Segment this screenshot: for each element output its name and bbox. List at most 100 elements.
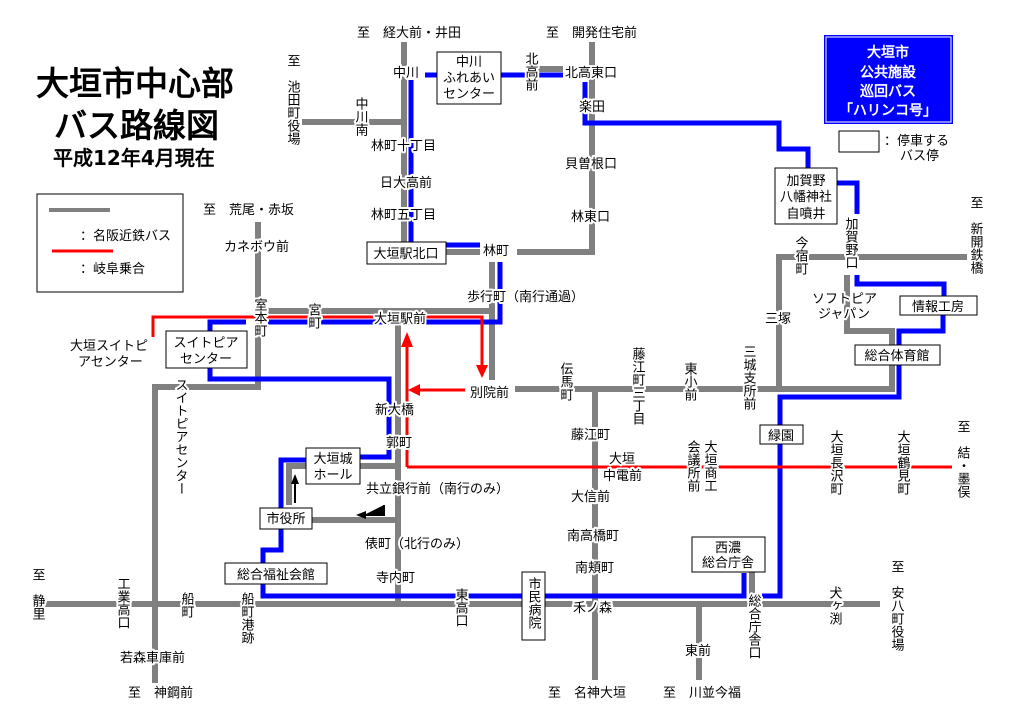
stop-box-label: ふれあい [443,71,495,86]
stop-seino-sogo-chosha[interactable]: 西濃 総合庁舎 [691,536,766,573]
gifu-route [151,315,952,469]
stop-johokobo[interactable]: 情報工房 [899,295,978,316]
destination-label: 至 開発住宅前 [546,25,637,41]
stop-box-label: ホール [313,468,352,483]
stop-label: 林町五丁目 [371,208,436,223]
stop-ogaki-station-north[interactable]: 大垣駅北口 [366,241,447,265]
stop-label: 中電前 [603,468,642,484]
stop-label: 藤江町 [571,428,610,443]
stop-label: 若森車庫前 [120,650,185,666]
stop-label: 大垣鶴見町 [895,430,911,495]
stop-box-label: 緑園 [768,429,794,444]
stop-sogo-fukushi-kaikan[interactable]: 総合福祉会館 [224,562,328,585]
stop-label: 日大高前 [380,175,432,191]
stop-legend: バス停 [900,148,939,164]
stop-label: 三城支所前 [741,345,757,410]
destination-label: 至 結・墨俣 [955,420,971,499]
destination-label: 至 神鋼前 [128,685,193,701]
stop-city-hall[interactable]: 市役所 [259,507,313,530]
destination-label: 至 荒尾・赤坂 [203,203,294,218]
stop-label: 北高東口 [565,65,617,81]
harinko-stops: 中川 ふれあい センター 大垣駅北口 スイトピア センター 加賀野 八幡神社 自… [165,51,978,641]
stop-box-label: 市役所 [266,511,305,527]
stop-label: スイトピアセンター [173,378,189,495]
stop-kagano-hachiman[interactable]: 加賀野 八幡神社 自噴井 [774,167,838,225]
stop-label: 東小前 [682,361,698,401]
stops: 中川 林町十丁目 日大高前 林町五丁目 林町 歩行町（南行通過） 大垣駅前 北高… [68,63,879,668]
destination-label: 至 新開鉄橋 [968,196,984,275]
stop-label: 寺内町 [376,570,415,586]
stop-label: 加賀野口 [843,217,859,269]
stop-label: 別院前 [470,385,509,401]
stop-label: 禾ノ森 [573,601,612,616]
stop-label: アセンター [78,355,143,370]
legend-gifu: ：岐阜乗合 [80,261,145,277]
stop-label: 総合庁舎口 [746,594,762,659]
stop-label: 大垣商工 [702,440,718,492]
stop-suitopia-center[interactable]: スイトピア センター [165,330,248,369]
stop-nakagawa-fureai-center[interactable]: 中川 ふれあい センター [436,51,502,105]
legend: ：名阪近鉄バス ：岐阜乗合 [36,193,184,293]
stop-label: 林町 [483,244,509,259]
harinko-line: 公共施設 [860,64,917,81]
stop-label: 船町港跡 [239,592,255,644]
stop-box-label: 総合庁舎 [702,556,754,571]
legend-meihan: ：名阪近鉄バス [80,228,171,244]
stop-box-label: 総合福祉会館 [237,568,315,583]
map-title: 大垣市中心部 [36,64,234,103]
stop-sogo-taiikukan[interactable]: 総合体育館 [854,344,941,366]
harinko-line: 巡回バス [860,84,916,100]
stop-box-label: 八幡神社 [780,189,832,205]
stop-label: 楽田 [579,99,605,115]
stop-label: 大垣長沢町 [828,430,844,495]
stop-label: 北高前 [523,52,539,91]
stop-label: ソフトピア [812,292,877,307]
stop-label: 大垣 [609,452,635,467]
stop-label: ジャパン [818,307,870,322]
stop-ogaki-castle-hall[interactable]: 大垣城 ホール [305,447,361,485]
destination-label: 至 池田町役場 [285,54,301,145]
stop-label: 共立銀行前（南行のみ） [366,481,509,497]
stop-label: 東前 [685,643,711,659]
stop-label: 林町十丁目 [371,139,436,154]
stop-label: 南頬町 [575,560,614,576]
stop-box-label: 加賀野 [786,174,825,189]
stop-label: 宮町 [306,302,322,329]
stop-ryokuen[interactable]: 緑園 [759,424,804,445]
stop-box-label: スイトピア [173,336,238,351]
one-way-arrows [291,474,385,519]
stop-label: 大垣スイトピ [70,339,148,354]
harinko-legend: 大垣市 公共施設 巡回バス 「ハリンコ号」 ：停車する バス停 [824,35,953,164]
harinko-line: 「ハリンコ号」 [839,102,937,119]
destination-label: 至 安八町役場 [889,560,905,651]
stop-label: 新大橋 [375,402,414,418]
stop-label: 郭町 [386,435,412,451]
stop-label: 犬ヶ渕 [827,586,843,625]
stop-label: 林東口 [571,209,610,225]
map-date: 平成12年4月現在 [53,146,215,170]
stop-label: 会議所前 [685,440,701,492]
stop-label: 俵町（北行のみ） [365,537,469,552]
stop-box-label: 中川 [456,55,482,70]
stop-label: 工業高口 [115,577,131,629]
destination-label: 至 名神大垣 [548,685,626,701]
stop-box-label: センター [180,352,232,367]
stop-city-hospital[interactable]: 市民病院 [521,571,546,641]
stop-legend: ：停車する [884,133,949,149]
stop-label: 室本町 [252,297,268,337]
stop-box-label: 自噴井 [786,207,825,222]
stop-label: 東高口 [453,587,469,627]
stop-label: 南高橋町 [567,528,619,544]
stop-label: 歩行町（南行通過） [467,289,584,305]
stop-label: 中川 [393,66,419,81]
stop-label: 大信前 [571,489,610,505]
stop-label: 貝曽根口 [565,157,617,172]
stop-box-label: 総合体育館 [864,348,929,364]
harinko-route [207,72,947,599]
stop-label: 三塚 [765,312,791,327]
map-subtitle: バス路線図 [54,106,219,145]
stop-label: 今宿町 [793,235,809,275]
destinations: 至 経大前・井田 至 開発住宅前 至 池田町役場 至 荒尾・赤坂 至 新開鉄橋 … [28,23,986,703]
stop-box-label: センター [443,87,495,102]
